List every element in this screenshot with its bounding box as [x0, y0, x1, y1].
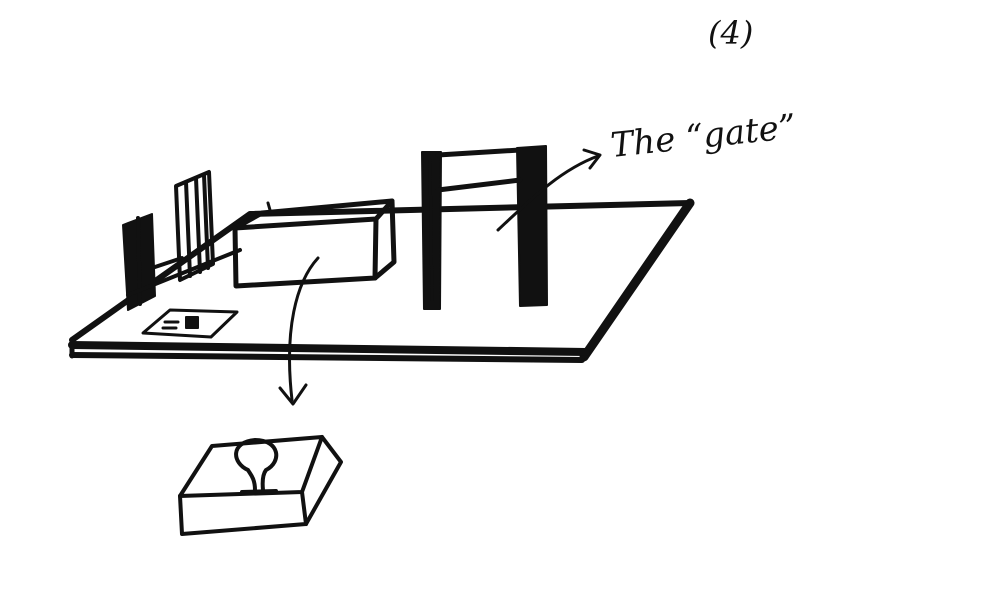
- gate-arrow: [498, 150, 600, 230]
- page-number: (4): [708, 14, 753, 52]
- fence-posts: [123, 172, 240, 310]
- gate: [422, 146, 547, 309]
- plaque: [143, 310, 237, 337]
- knob-block-detail: [180, 437, 341, 534]
- gate-label: The “gate”: [609, 107, 798, 166]
